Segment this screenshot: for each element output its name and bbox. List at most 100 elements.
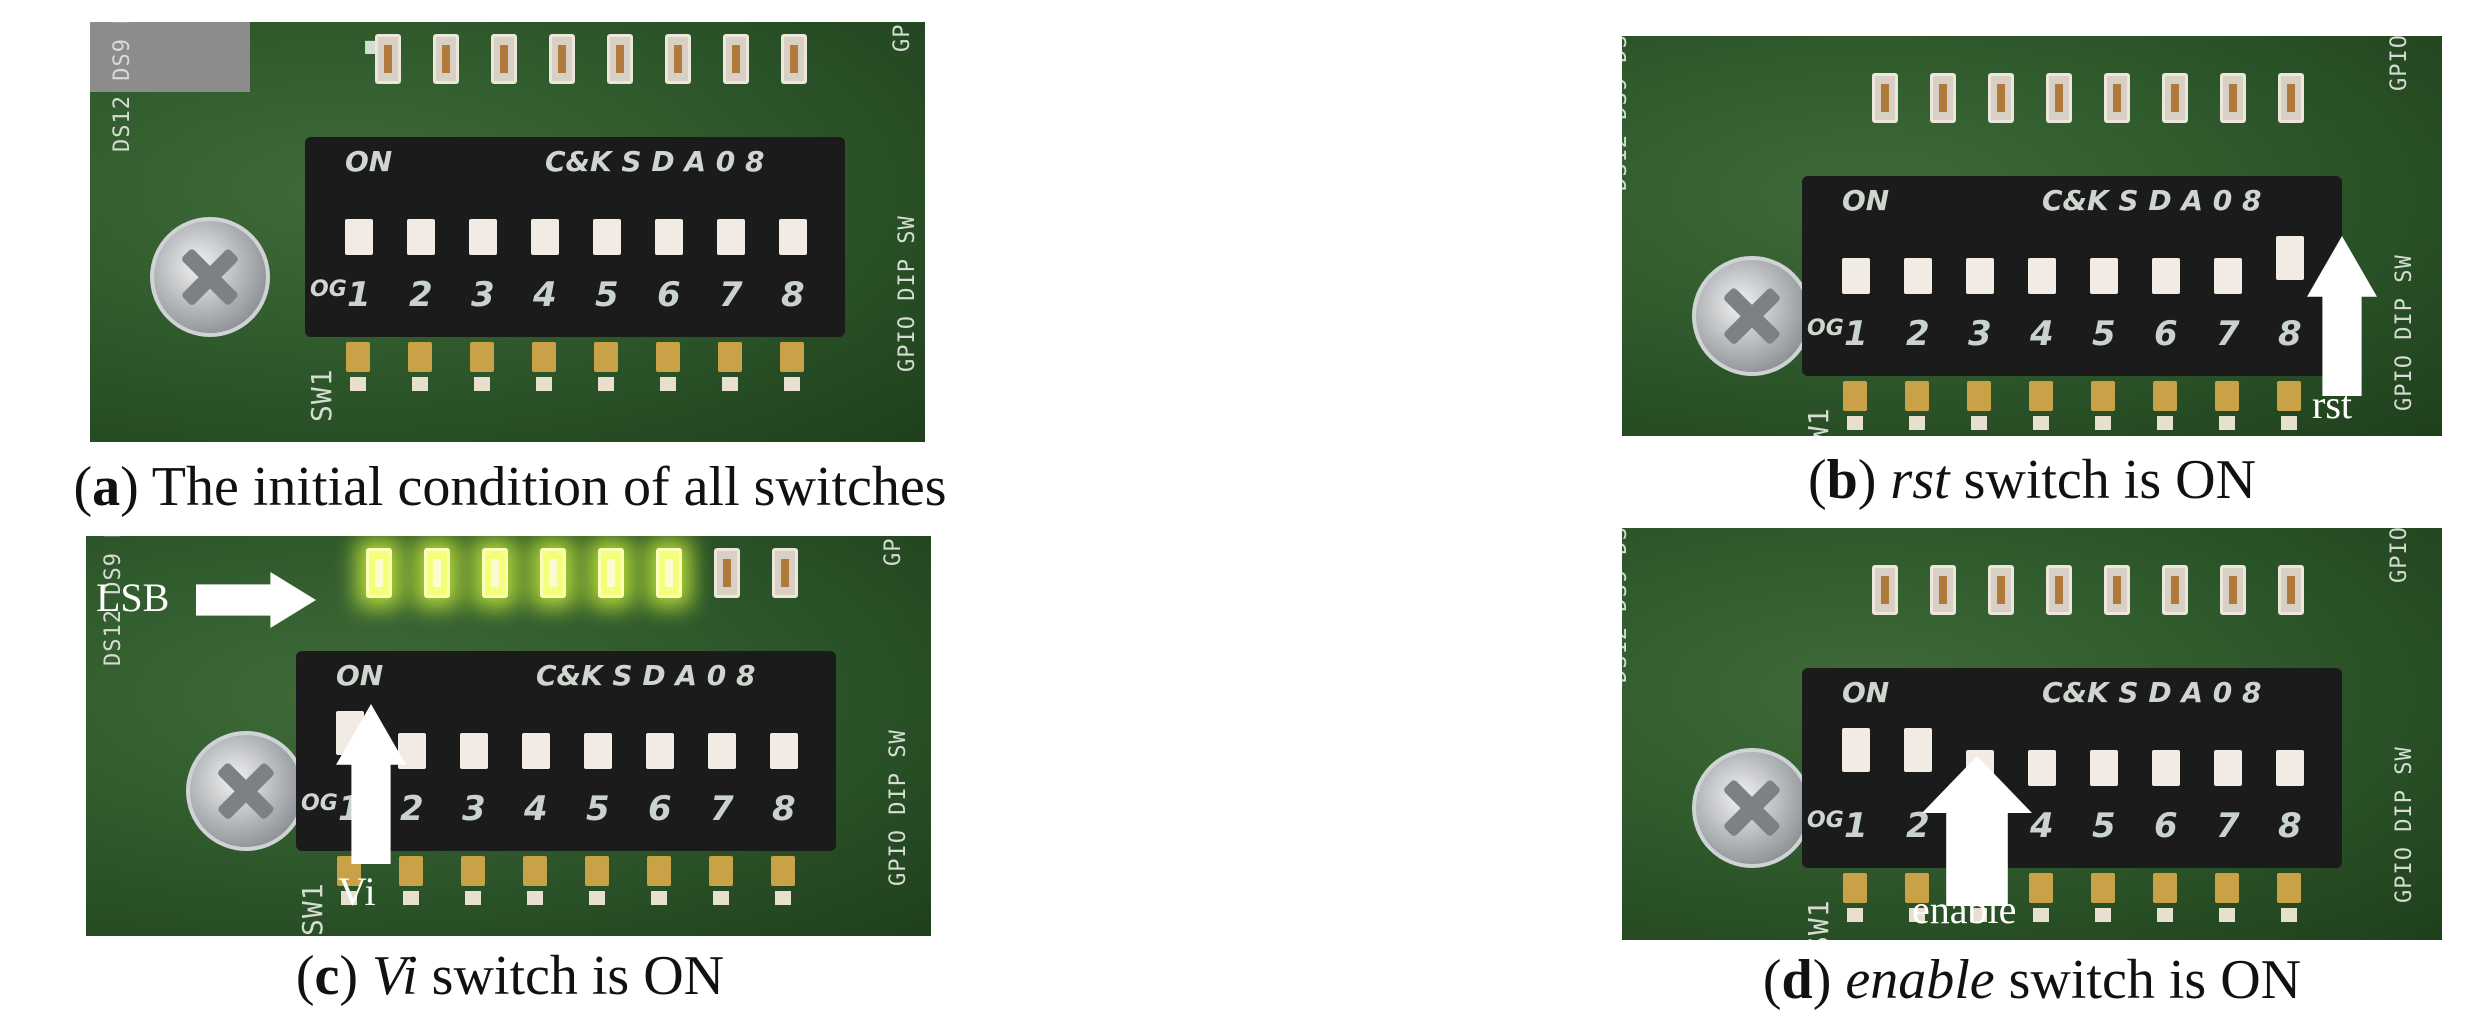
caption-d: (d) enable switch is ON <box>1762 949 2302 1011</box>
pin-foot <box>474 377 490 391</box>
pin-foot <box>412 377 428 391</box>
screw <box>1692 748 1812 868</box>
pin-foot <box>722 377 738 391</box>
pin-8 <box>780 342 804 372</box>
led-6 <box>665 34 691 84</box>
led-6 <box>656 548 682 598</box>
led-6 <box>2162 73 2188 123</box>
dip-on-label: ON <box>345 145 393 178</box>
dip-toggle-5 <box>2090 258 2118 294</box>
pin-8 <box>2277 381 2301 411</box>
dip-brand-label: C&K S D A 0 8 <box>2042 676 2262 709</box>
dip-number-1: 1 <box>1844 806 1868 846</box>
dip-on-label: ON <box>1842 184 1890 217</box>
vi-arrow <box>336 704 406 864</box>
silkscreen-gpio-leds: GPIO LEDS <box>890 22 915 52</box>
dip-toggle-3 <box>469 219 497 255</box>
dip-on-label: ON <box>336 659 384 692</box>
pin-foot <box>350 377 366 391</box>
led-2 <box>1930 565 1956 615</box>
dip-toggle-7 <box>2214 258 2242 294</box>
pin-3 <box>470 342 494 372</box>
pin-5 <box>2091 873 2115 903</box>
dip-toggle-4 <box>2028 258 2056 294</box>
enable-arrow-label: enable <box>1912 887 2017 932</box>
caption-b: (b) rst switch is ON <box>1807 449 2257 511</box>
pin-foot <box>2095 908 2111 922</box>
pin-5 <box>585 856 609 886</box>
dip-brand-label: C&K S D A 0 8 <box>2042 184 2262 217</box>
dip-on-label: ON <box>1842 676 1890 709</box>
silkscreen-ds-left: DS12 DS9 DS10 <box>1622 528 1632 683</box>
silkscreen-sw1: SW1 <box>1802 407 1835 436</box>
dip-number-8: 8 <box>2278 806 2302 846</box>
silkscreen-gpio-dip: GPIO DIP SW <box>886 729 911 886</box>
pin-7 <box>2215 873 2239 903</box>
pin-foot <box>536 377 552 391</box>
pin-foot <box>713 891 729 905</box>
pin-foot <box>2157 908 2173 922</box>
pin-8 <box>771 856 795 886</box>
dip-number-2: 2 <box>1906 806 1930 846</box>
dip-toggle-7 <box>2214 750 2242 786</box>
dip-brand-label: C&K S D A 0 8 <box>545 145 765 178</box>
dip-toggle-8 <box>770 733 798 769</box>
pin-6 <box>647 856 671 886</box>
dip-number-6: 6 <box>2154 806 2178 846</box>
dip-number-5: 5 <box>2092 314 2116 354</box>
silkscreen-gpio-leds: GPIO LEDS <box>2387 36 2412 91</box>
led-1 <box>1872 565 1898 615</box>
pin-1 <box>346 342 370 372</box>
pin-foot <box>465 891 481 905</box>
dip-toggle-6 <box>646 733 674 769</box>
dip-number-6: 6 <box>648 789 672 829</box>
silkscreen-sw1: SW1 <box>1802 899 1835 940</box>
dip-number-7: 7 <box>2216 314 2240 354</box>
pin-foot <box>1909 908 1925 922</box>
silkscreen-sw1: SW1 <box>305 368 338 422</box>
rst-arrow <box>2307 236 2377 396</box>
dip-toggle-6 <box>2152 258 2180 294</box>
dip-toggle-4 <box>2028 750 2056 786</box>
pin-foot <box>651 891 667 905</box>
dip-og-label: OG <box>310 277 347 302</box>
dip-toggle-4 <box>522 733 550 769</box>
dip-number-7: 7 <box>2216 806 2240 846</box>
dip-number-8: 8 <box>772 789 796 829</box>
pin-4 <box>2029 381 2053 411</box>
pin-3 <box>1967 381 1991 411</box>
pin-7 <box>718 342 742 372</box>
dip-number-2: 2 <box>409 275 433 315</box>
led-2 <box>1930 73 1956 123</box>
led-8 <box>772 548 798 598</box>
dip-toggle-6 <box>2152 750 2180 786</box>
pin-foot <box>2219 416 2235 430</box>
dip-number-3: 3 <box>462 789 486 829</box>
pin-foot <box>2281 908 2297 922</box>
led-3 <box>482 548 508 598</box>
pin-foot <box>775 891 791 905</box>
led-5 <box>2104 73 2130 123</box>
led-1 <box>366 548 392 598</box>
pin-5 <box>2091 381 2115 411</box>
silkscreen-gpio-dip: GPIO DIP SW <box>2392 254 2417 411</box>
dip-number-8: 8 <box>781 275 805 315</box>
dip-toggle-5 <box>584 733 612 769</box>
pin-7 <box>709 856 733 886</box>
dip-toggle-7 <box>717 219 745 255</box>
dip-toggle-2 <box>407 219 435 255</box>
pin-foot <box>1847 416 1863 430</box>
dip-toggle-1 <box>345 219 373 255</box>
led-7 <box>2220 73 2246 123</box>
dip-toggle-3 <box>1966 258 1994 294</box>
led-5 <box>607 34 633 84</box>
dip-number-1: 1 <box>1844 314 1868 354</box>
pin-foot <box>2033 908 2049 922</box>
led-2 <box>433 34 459 84</box>
dip-toggle-1 <box>1842 728 1870 772</box>
